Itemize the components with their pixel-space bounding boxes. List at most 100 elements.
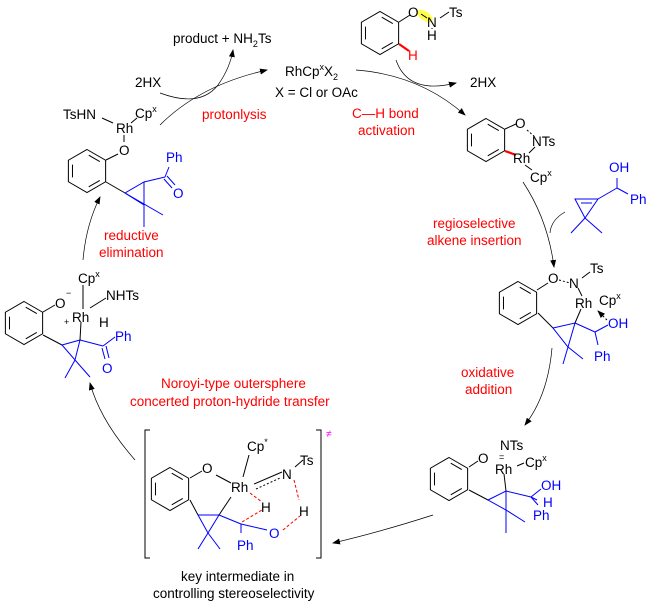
group-ts: Ts <box>300 453 314 468</box>
arrow-to-insertion <box>522 181 557 268</box>
step-reductive-2: elimination <box>99 245 164 260</box>
benzene-rings <box>4 10 538 512</box>
rhodium-hydride-intermediate: Cpx NHTs O − + Rh H Ph O <box>42 269 139 379</box>
group-nts: NTs <box>532 134 555 149</box>
ligand-cp-star: Cp* <box>247 437 268 454</box>
cleaved-bond-highlight <box>417 9 433 23</box>
aromatic-double-bond <box>171 472 184 481</box>
arrow-oxidative-addition <box>524 347 553 426</box>
atom-o: O <box>119 143 130 158</box>
bracket-left <box>144 429 150 559</box>
hx-right-label: 2HX <box>470 75 496 90</box>
product-label: product + NH2Ts <box>173 31 272 49</box>
group-ts: Ts <box>449 5 463 20</box>
ts-symbol: ≠ <box>326 429 332 440</box>
ligand-cp: Cpx <box>135 104 157 121</box>
group-ph: Ph <box>594 349 611 364</box>
group-ph: Ph <box>166 150 183 165</box>
ts-caption-2: controlling stereoselectivity <box>153 586 315 601</box>
group-ph: Ph <box>533 508 550 523</box>
aromatic-double-bond <box>519 286 532 295</box>
atom-n: N <box>282 467 292 482</box>
atom-o: O <box>269 526 280 541</box>
atom-o: O <box>515 116 526 131</box>
cycle-arrows <box>82 49 566 545</box>
bracket-right <box>316 429 322 559</box>
transition-state: ≠ Cp* Ts N O Rh H H O Ph key intermediat… <box>144 429 332 601</box>
step-protonolysis: protonlysis <box>202 107 267 122</box>
arrow-to-metallacycle <box>355 69 466 116</box>
charge-plus: + <box>64 317 69 327</box>
group-ph: Ph <box>115 329 132 344</box>
ligand-cp: Cpx <box>78 269 100 286</box>
ligand-cp: Cpx <box>525 453 547 470</box>
atom-o: O <box>478 451 489 466</box>
atom-rh: Rh <box>72 310 89 325</box>
group-nts: NTs <box>500 438 523 453</box>
benzene-ring <box>4 300 44 346</box>
atom-n: N <box>569 276 579 291</box>
atom-h: H <box>543 495 553 510</box>
atom-n: N <box>427 15 437 30</box>
atom-rh: Rh <box>116 121 133 136</box>
insertion-intermediate: O N Ts Rh Cpx OH Ph <box>536 261 628 365</box>
step-ch-activation-1: C—H bond <box>352 106 419 121</box>
atom-rh: Rh <box>495 462 512 477</box>
atom-o: O <box>102 361 113 376</box>
arrow-release-hx <box>395 59 457 88</box>
group-oh: OH <box>609 160 629 175</box>
step-reductive-1: reductive <box>104 228 159 243</box>
rhodium-amido-intermediate: TsHN Cpx Rh O Ph O <box>63 104 184 227</box>
arrow-alkene-join <box>549 211 566 234</box>
aromatic-double-bond <box>381 16 394 25</box>
charge-minus: − <box>66 288 71 298</box>
step-oxidative-2: addition <box>465 382 512 397</box>
step-noyori-2: concerted proton-hydride transfer <box>130 394 330 409</box>
benzene-ring <box>466 117 506 163</box>
substrate-structure: O N Ts H H <box>398 5 463 63</box>
ligand-cp: Cpx <box>530 168 552 185</box>
group-ph: Ph <box>630 192 647 207</box>
nitrenoid-intermediate: NTs = O Rh Cpx OH H Ph <box>468 438 561 533</box>
hydride-h: H <box>99 315 109 330</box>
cyclopropene-structure: OH Ph <box>570 160 647 234</box>
atom-o: O <box>548 271 559 286</box>
atom-rh: Rh <box>231 480 248 495</box>
proton-h: H <box>299 504 309 519</box>
group-oh: OH <box>541 478 561 493</box>
step-insertion-1: regioselective <box>433 216 516 231</box>
step-insertion-2: alkene insertion <box>427 233 522 248</box>
arrow-to-catalyst <box>159 68 268 126</box>
benzene-ring <box>429 456 469 502</box>
hx-left-label: 2HX <box>135 75 161 90</box>
atom-o: O <box>55 296 66 311</box>
catalyst-label: RhCpxX2 <box>285 62 338 82</box>
aromatic-double-bond <box>450 487 463 496</box>
rhodacycle-structure: O NTs Rh Cpx <box>504 116 555 185</box>
benzene-ring <box>150 466 190 512</box>
aromatic-double-bond <box>25 331 38 340</box>
arrow-to-hydride <box>88 382 136 461</box>
aromatic-double-bond <box>88 154 101 163</box>
group-oh: OH <box>608 316 628 331</box>
aromatic-double-bond <box>88 179 101 188</box>
arrow-to-product <box>159 49 235 100</box>
atom-rh: Rh <box>575 296 592 311</box>
atom-o: O <box>202 461 213 476</box>
group-ts: Ts <box>590 261 604 276</box>
aromatic-double-bond <box>487 148 500 157</box>
reactive-ch-hydrogen: H <box>408 48 418 63</box>
group-ph: Ph <box>237 538 254 553</box>
ligand-cp: Cpx <box>599 291 621 308</box>
benzene-ring <box>67 148 107 194</box>
atom-o: O <box>173 186 184 201</box>
arrow-to-ts <box>332 514 434 545</box>
ts-caption-1: key intermediate in <box>181 569 294 584</box>
benzene-ring <box>360 10 400 56</box>
aromatic-double-bond <box>450 462 463 471</box>
atom-o: O <box>408 5 419 20</box>
rh-n-double-bond: = <box>499 452 504 462</box>
step-noyori-1: Noroyi-type outersphere <box>161 376 306 391</box>
